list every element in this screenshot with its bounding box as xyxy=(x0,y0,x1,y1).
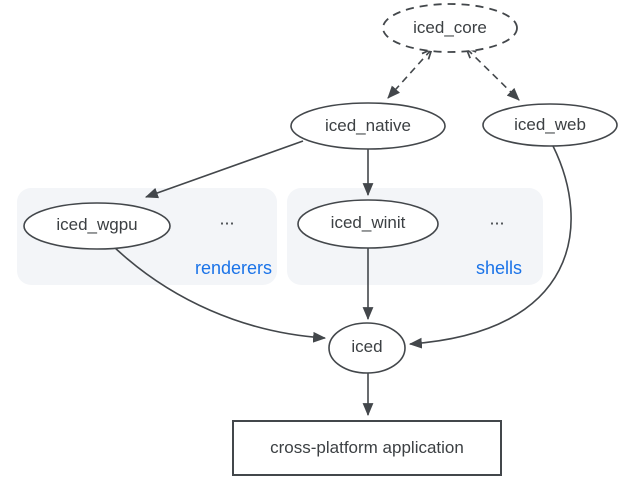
edge-core-to-web xyxy=(467,49,519,100)
edge-core-to-native xyxy=(388,50,431,98)
node-iced-wgpu-shape xyxy=(23,202,171,250)
node-iced-core-shape xyxy=(382,3,518,53)
node-iced-web-shape xyxy=(482,103,618,147)
shells-group-label: shells xyxy=(475,258,522,278)
node-label-iced: iced xyxy=(351,337,383,356)
node-label-iced-web: iced_web xyxy=(514,115,586,134)
node-label-application: cross-platform application xyxy=(270,438,464,457)
node-label-iced-wgpu: iced_wgpu xyxy=(56,215,138,234)
edge-wgpu-to-iced xyxy=(112,245,327,343)
edge-native-to-wgpu xyxy=(144,140,304,199)
node-iced-winit-shape xyxy=(297,199,439,249)
node-iced-shape xyxy=(328,322,406,374)
renderers-group-label: renderers xyxy=(194,258,272,278)
node-label-iced-core: iced_core xyxy=(413,18,487,37)
node-label-iced-winit: iced_winit xyxy=(330,213,406,232)
node-label-iced-native: iced_native xyxy=(324,116,412,135)
shells-ellipsis: ... xyxy=(489,208,505,229)
node-iced-native-shape xyxy=(290,102,446,150)
edge-web-to-iced xyxy=(408,145,572,349)
node-cross-platform-application: cross-platform application xyxy=(232,420,502,476)
renderers-ellipsis: ... xyxy=(219,208,235,229)
